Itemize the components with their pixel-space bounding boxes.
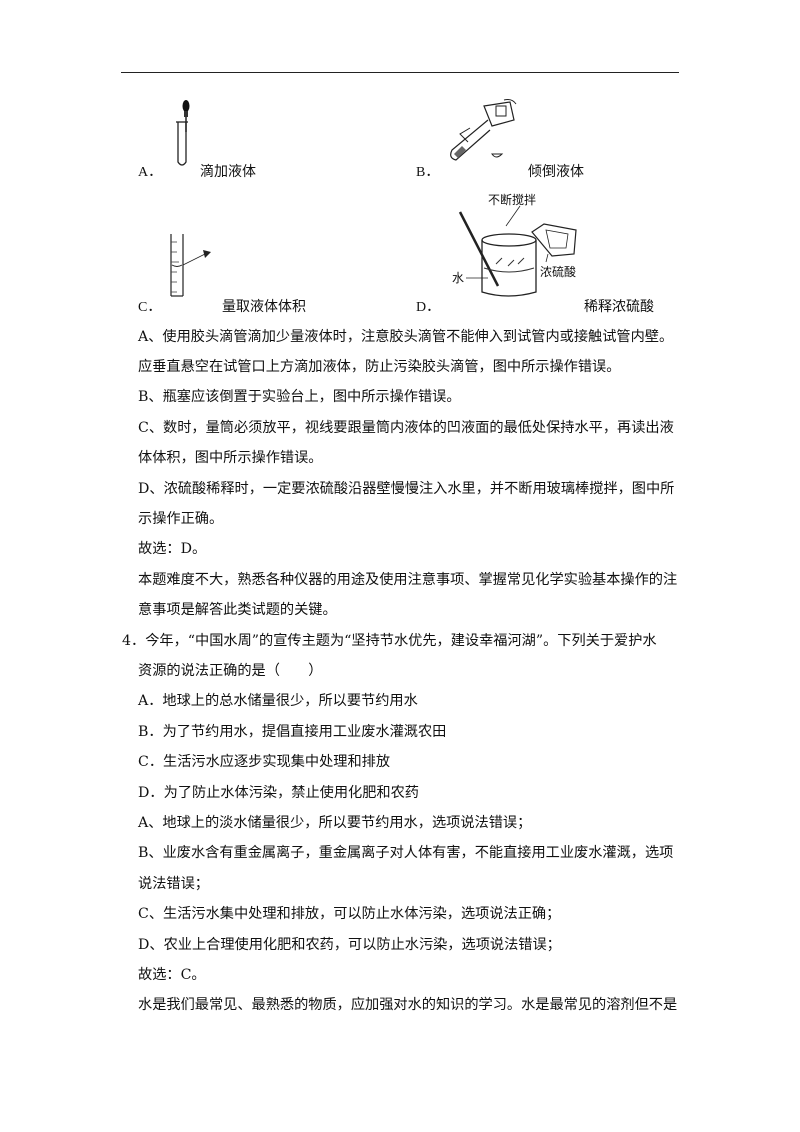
q4-answer: 故选：C。 (138, 967, 206, 983)
q3-explain-line: 应垂直悬空在试管口上方滴加液体，防止污染胶头滴管，图中所示操作错误。 (138, 359, 621, 375)
option-d-label: D． (416, 300, 441, 315)
q3-explain-line: C、数时，量筒必须放平，视线要跟量筒内液体的凹液面的最低处保持水平，再读出液 (138, 420, 674, 436)
q3-explain-line: D、浓硫酸稀释时，一定要浓硫酸沿器壁慢慢注入水里，并不断用玻璃棒搅拌，图中所 (138, 481, 675, 497)
q4-explain-line: D、农业上合理使用化肥和农药，可以防止水污染，选项说法错误； (138, 937, 561, 953)
q4-stem: 4．今年，“中国水周”的宣传主题为“坚持节水优先，建设幸福河湖”。下列关于爱护水 (122, 633, 657, 649)
q3-explain-line: B、瓶塞应该倒置于实验台上，图中所示操作错误。 (138, 389, 461, 405)
option-c-label: C． (138, 300, 162, 315)
stir-label: 不断搅拌 (488, 192, 536, 207)
pouring-figure (450, 99, 517, 161)
cylinder-figure (170, 234, 211, 297)
option-c-caption: 量取液体体积 (222, 299, 306, 315)
q4-stem: 资源的说法正确的是（ ） (138, 663, 323, 679)
q4-explain-line: 说法错误； (138, 876, 209, 892)
dilution-figure: 不断搅拌 水 浓硫酸 (452, 192, 577, 297)
dropper-figure (176, 100, 190, 166)
q3-explain-line: 示操作正确。 (138, 511, 224, 527)
q4-explain-line: B、业废水含有重金属离子，重金属离子对人体有害，不能直接用工业废水灌溉，选项 (138, 845, 674, 861)
q4-comment-line: 水是我们最常见、最熟悉的物质，应加强对水的知识的学习。水是最常见的溶剂但不是 (138, 997, 678, 1013)
q4-explain-line: C、生活污水集中处理和排放，可以防止水体污染，选项说法正确； (138, 906, 561, 922)
q3-explain-line: 体体积，图中所示操作错误。 (138, 450, 323, 466)
q3-comment-line: 本题难度不大，熟悉各种仪器的用途及使用注意事项、掌握常见化学实验基本操作的注 (138, 572, 678, 588)
option-b-label: B． (416, 165, 440, 180)
q4-choice-c: C．生活污水应逐步实现集中处理和排放 (138, 754, 391, 770)
q4-explain-line: A、地球上的淡水储量很少，所以要节约用水，选项说法错误； (138, 815, 532, 831)
q4-choice-b: B．为了节约用水，提倡直接用工业废水灌溉农田 (138, 724, 447, 740)
q3-comment-line: 意事项是解答此类试题的关键。 (138, 602, 337, 618)
q4-choice-a: A．地球上的总水储量很少，所以要节约用水 (138, 693, 418, 709)
q3-answer: 故选：D。 (138, 541, 207, 557)
option-d-caption: 稀释浓硫酸 (584, 299, 654, 315)
q3-explain-line: A、使用胶头滴管滴加少量液体时，注意胶头滴管不能伸入到试管内或接触试管内壁。 (138, 329, 674, 345)
option-a-caption: 滴加液体 (200, 164, 256, 180)
header-rule (121, 72, 679, 73)
option-a-label: A． (138, 165, 163, 180)
q4-choice-d: D．为了防止水体污染，禁止使用化肥和农药 (138, 785, 419, 801)
water-label: 水 (452, 271, 464, 285)
option-b-caption: 倾倒液体 (528, 164, 584, 180)
acid-label: 浓硫酸 (540, 264, 576, 279)
